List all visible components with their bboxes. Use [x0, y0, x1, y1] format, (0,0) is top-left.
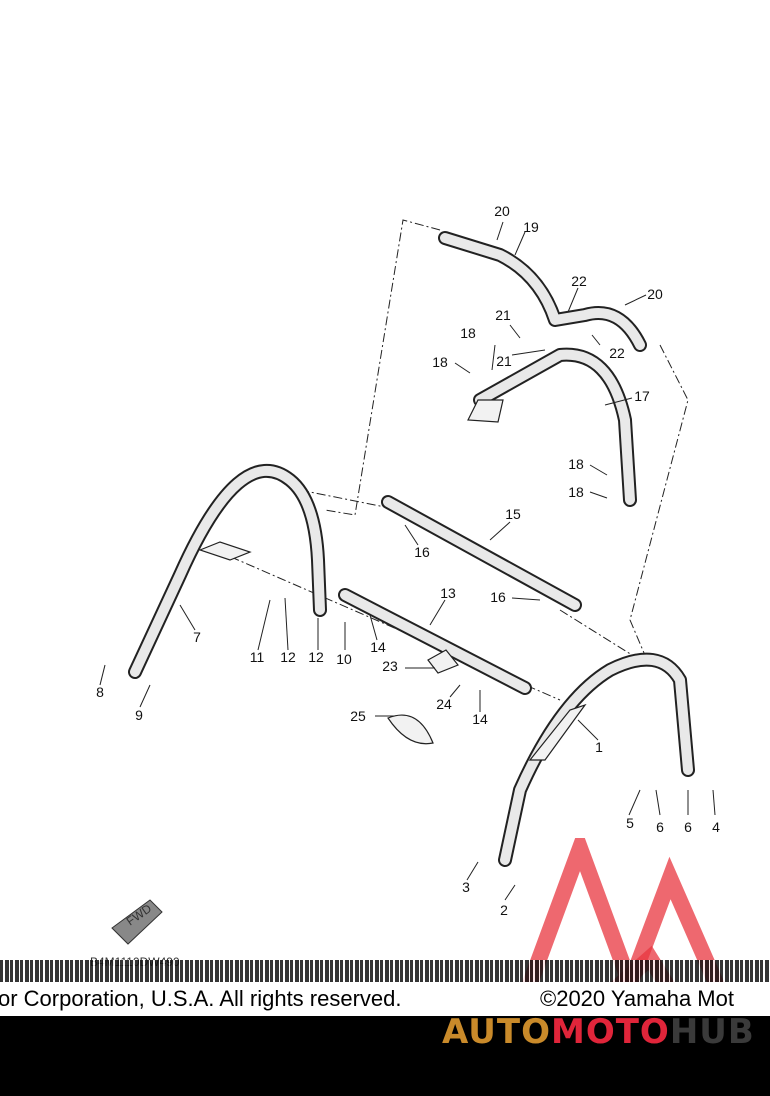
callout-6b: 6 — [684, 819, 692, 835]
brand-part-hub: HUB — [669, 1012, 755, 1052]
callout-3: 3 — [462, 879, 470, 895]
callout-13: 13 — [440, 585, 456, 601]
callout-22b: 22 — [609, 345, 625, 361]
brand-part-moto: MOTO — [550, 1012, 670, 1052]
callout-16a: 16 — [414, 544, 430, 560]
callout-12a: 12 — [280, 649, 296, 665]
callout-20a: 20 — [494, 203, 510, 219]
footer-bar — [0, 1016, 770, 1096]
callout-8: 8 — [96, 684, 104, 700]
copyright-band — [0, 982, 770, 1016]
callout-18a: 18 — [432, 354, 448, 370]
callout-2: 2 — [500, 902, 508, 918]
callout-24: 24 — [436, 696, 452, 712]
callout-18d: 18 — [568, 484, 584, 500]
callout-18c: 18 — [568, 456, 584, 472]
callout-14a: 14 — [370, 639, 386, 655]
reference-line — [324, 219, 441, 516]
callout-5: 5 — [626, 815, 634, 831]
callout-14b: 14 — [472, 711, 488, 727]
callout-9: 9 — [135, 707, 143, 723]
callout-23: 23 — [382, 658, 398, 674]
cover-part — [387, 714, 434, 745]
front-hoop-right — [498, 652, 695, 867]
callout-20b: 20 — [647, 286, 663, 302]
fwd-arrow-icon: FWD — [111, 899, 163, 945]
callout-21b: 21 — [496, 353, 512, 369]
callout-12b: 12 — [308, 649, 324, 665]
callout-10: 10 — [336, 651, 352, 667]
callout-25: 25 — [350, 708, 366, 724]
callouts: 1 2 3 4 5 6 6 7 8 9 10 11 12 12 13 14 14… — [96, 203, 720, 918]
cross-bar-lower — [338, 588, 532, 695]
bracket-part — [427, 649, 459, 674]
callout-16b: 16 — [490, 589, 506, 605]
callout-22a: 22 — [571, 273, 587, 289]
rear-hoop-left — [128, 463, 327, 679]
brand-logo-text: AUTOMOTOHUB — [442, 1012, 755, 1052]
callout-19: 19 — [523, 219, 539, 235]
callout-1: 1 — [595, 739, 603, 755]
callout-11: 11 — [250, 649, 265, 665]
callout-21a: 21 — [495, 307, 511, 323]
copyright-right: ©2020 Yamaha Mot — [540, 986, 734, 1011]
callout-6a: 6 — [656, 819, 664, 835]
callout-4: 4 — [712, 819, 720, 835]
callout-18b: 18 — [460, 325, 476, 341]
brand-part-auto: AUTO — [442, 1012, 551, 1052]
callout-17: 17 — [634, 388, 650, 404]
reference-line — [629, 344, 689, 661]
copyright-left: or Corporation, U.S.A. All rights reserv… — [0, 986, 402, 1011]
callout-7: 7 — [193, 629, 201, 645]
leader-lines — [99, 221, 716, 901]
callout-15: 15 — [505, 506, 521, 522]
upper-frame — [438, 231, 647, 507]
reference-line — [559, 609, 641, 661]
cross-bar-upper — [381, 495, 582, 612]
